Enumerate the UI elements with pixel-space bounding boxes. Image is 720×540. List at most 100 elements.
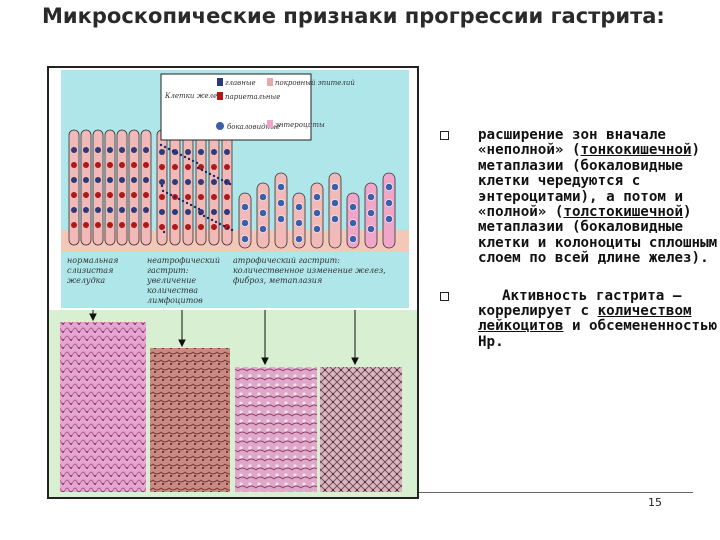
gland-cell [83, 177, 89, 183]
histology-normal-photo [60, 322, 146, 492]
lymphocyte-dot [171, 149, 175, 153]
lymphocyte-dot [218, 222, 222, 226]
gland-cell [95, 222, 101, 228]
lymphocyte-dot [204, 170, 208, 174]
caption-atrophic: атрофический гастрит: количественное изм… [233, 256, 386, 285]
lymphocyte-dot [228, 182, 232, 186]
lymphocyte-dot [179, 153, 183, 157]
gland-cell [172, 209, 178, 215]
gland-cell [159, 209, 165, 215]
gland-cell [107, 207, 113, 213]
gland-cell [107, 147, 113, 153]
gland-cell [143, 162, 149, 168]
goblet-cell [331, 215, 339, 223]
gland-cell [119, 162, 125, 168]
footer-rule [419, 492, 693, 493]
gland-cell [198, 194, 204, 200]
legend-label-4: энтероциты [275, 121, 325, 129]
caption-non-atrophic: неатрофический гастрит: увеличение колич… [147, 256, 220, 305]
lymphocyte-dot [214, 220, 218, 224]
gland-cell [211, 194, 217, 200]
goblet-cell [349, 203, 357, 211]
legend-label-0: главные [225, 79, 256, 87]
gland-cell [185, 194, 191, 200]
gland-cell [71, 192, 77, 198]
gland-cell [224, 224, 230, 230]
lymphocyte-dot [159, 143, 163, 147]
legend-swatch-4 [267, 120, 273, 128]
lymphocyte-dot [183, 155, 187, 159]
gland-cell [198, 224, 204, 230]
gland-cell [185, 164, 191, 170]
gland-cell [131, 207, 137, 213]
gland-cell [198, 149, 204, 155]
goblet-cell [367, 193, 375, 201]
gland-cell [224, 194, 230, 200]
lymphocyte-dot [208, 172, 212, 176]
gland-cell [107, 192, 113, 198]
lymphocyte-dot [220, 178, 224, 182]
gland-atrophic [328, 172, 342, 249]
gland-cell [83, 162, 89, 168]
goblet-cell [349, 235, 357, 243]
gland-cell [83, 147, 89, 153]
bullet-text-activity: Активность гастрита – коррелирует с коли… [478, 287, 718, 350]
legend-label-2: бокаловидные [227, 123, 280, 131]
gland-atrophic [382, 172, 396, 249]
goblet-cell [241, 219, 249, 227]
gland-cell [131, 222, 137, 228]
histology-atrophic-photo [235, 367, 317, 492]
gland-cell [95, 147, 101, 153]
goblet-cell [313, 193, 321, 201]
legend-title: Клетки желез: [164, 92, 223, 100]
gland-normal [128, 129, 140, 246]
gland-cell [185, 209, 191, 215]
goblet-cell [331, 199, 339, 207]
slide-title: Микроскопические признаки прогрессии гас… [42, 4, 665, 28]
lymphocyte-dot [216, 176, 220, 180]
gland-cell [95, 162, 101, 168]
lymphocyte-dot [160, 184, 164, 188]
square-bullet-icon [440, 131, 449, 140]
gland-cell [159, 149, 165, 155]
goblet-cell [259, 193, 267, 201]
gland-cell [119, 177, 125, 183]
bullet-item-metaplasia: расширение зон вначале «неполной» (тонко… [440, 127, 718, 267]
lymphocyte-dot [187, 157, 191, 161]
gland-cell [224, 209, 230, 215]
goblet-cell [385, 199, 393, 207]
goblet-cell [277, 215, 285, 223]
gland-cell [143, 207, 149, 213]
goblet-cell [277, 183, 285, 191]
goblet-cell [277, 199, 285, 207]
lymphocyte-dot [226, 226, 230, 230]
legend-swatch-3 [267, 78, 273, 86]
lymphocyte-dot [210, 218, 214, 222]
lymphocyte-dot [193, 205, 197, 209]
gland-normal [140, 129, 152, 246]
lymphocyte-dot [197, 207, 201, 211]
cell-legend: Клетки желез: главные париетальные бокал… [160, 73, 355, 141]
lymphocyte-dot [198, 212, 202, 216]
legend-label-3: покровный эпителий [275, 79, 355, 87]
goblet-cell [385, 183, 393, 191]
gland-cell [211, 164, 217, 170]
gland-cell [119, 222, 125, 228]
lymphocyte-dot [167, 147, 171, 151]
lymphocyte-dot [165, 191, 169, 195]
lymphocyte-dot [181, 199, 185, 203]
gland-cell [95, 177, 101, 183]
gland-cell [119, 147, 125, 153]
goblet-cell [241, 203, 249, 211]
histology-illustration [60, 292, 402, 492]
gland-cell [71, 147, 77, 153]
gland-cell [211, 179, 217, 185]
gland-cell [198, 164, 204, 170]
gland-cell [131, 177, 137, 183]
histology-panel [49, 292, 417, 497]
gland-cell [83, 192, 89, 198]
lymphocyte-dot [177, 197, 181, 201]
gastritis-figure: Клетки желез: главные париетальные бокал… [47, 66, 419, 499]
gland-cell [119, 192, 125, 198]
gland-cell [172, 224, 178, 230]
